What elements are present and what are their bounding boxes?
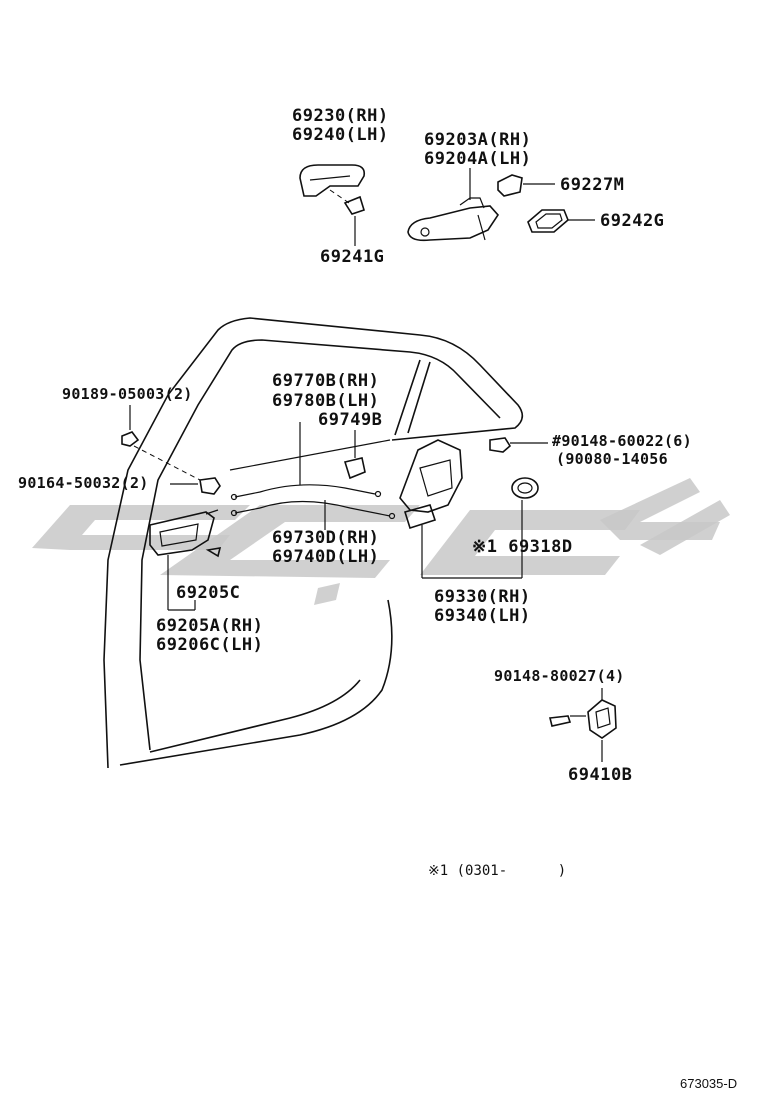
screw-69205C [205, 547, 222, 558]
label-69240: 69240(LH) [292, 125, 389, 145]
label-69230: 69230(RH) [292, 106, 389, 126]
label-69206C: 69206C(LH) [156, 635, 263, 655]
footnote: ※1 (0301- ) [428, 863, 566, 879]
label-69318D: ※1 69318D [472, 537, 573, 557]
label-69340: 69340(LH) [434, 606, 531, 626]
screw-90148-80027 [549, 715, 572, 727]
striker-69410B [587, 699, 617, 739]
label-69242G: 69242G [600, 211, 664, 231]
clip-90189 [121, 431, 140, 447]
label-69205C: 69205C [176, 583, 240, 603]
cover-69227M [497, 174, 523, 197]
bolt-90164 [199, 477, 221, 495]
clamp-69749B [343, 457, 366, 480]
label-69749B: 69749B [318, 410, 382, 430]
label-69330: 69330(RH) [434, 587, 531, 607]
label-69730D: 69730D(RH) [272, 528, 379, 548]
gasket-69242G [527, 209, 569, 233]
label-69410B: 69410B [568, 765, 632, 785]
label-69227M: 69227M [560, 175, 624, 195]
diagram-code: 673035-D [680, 1076, 737, 1091]
cable-69730D [230, 500, 396, 520]
label-90189: 90189-05003(2) [62, 385, 193, 403]
watermark-logo [32, 478, 730, 605]
handle-frame-69203A [407, 197, 500, 242]
label-90164: 90164-50032(2) [18, 474, 149, 492]
seal-69318D [511, 477, 539, 499]
label-69241G: 69241G [320, 247, 384, 267]
handle-pad-69241G [343, 195, 365, 215]
label-69203A: 69203A(RH) [424, 130, 531, 150]
door-outline [103, 317, 524, 769]
label-69205A: 69205A(RH) [156, 616, 263, 636]
inside-handle-69205A [149, 509, 219, 556]
label-90080: (90080-14056 [556, 450, 668, 468]
label-90148-80027: 90148-80027(4) [494, 667, 625, 685]
label-69204A: 69204A(LH) [424, 149, 531, 169]
label-69770B: 69770B(RH) [272, 371, 379, 391]
label-69780B: 69780B(LH) [272, 391, 379, 411]
door-lock-69330 [399, 439, 463, 530]
outside-handle-69230 [299, 164, 366, 197]
lock-screw-90148 [489, 437, 512, 453]
label-69740D: 69740D(LH) [272, 547, 379, 567]
label-90148-60022: #90148-60022(6) [552, 432, 692, 450]
cable-69770B [230, 484, 382, 501]
